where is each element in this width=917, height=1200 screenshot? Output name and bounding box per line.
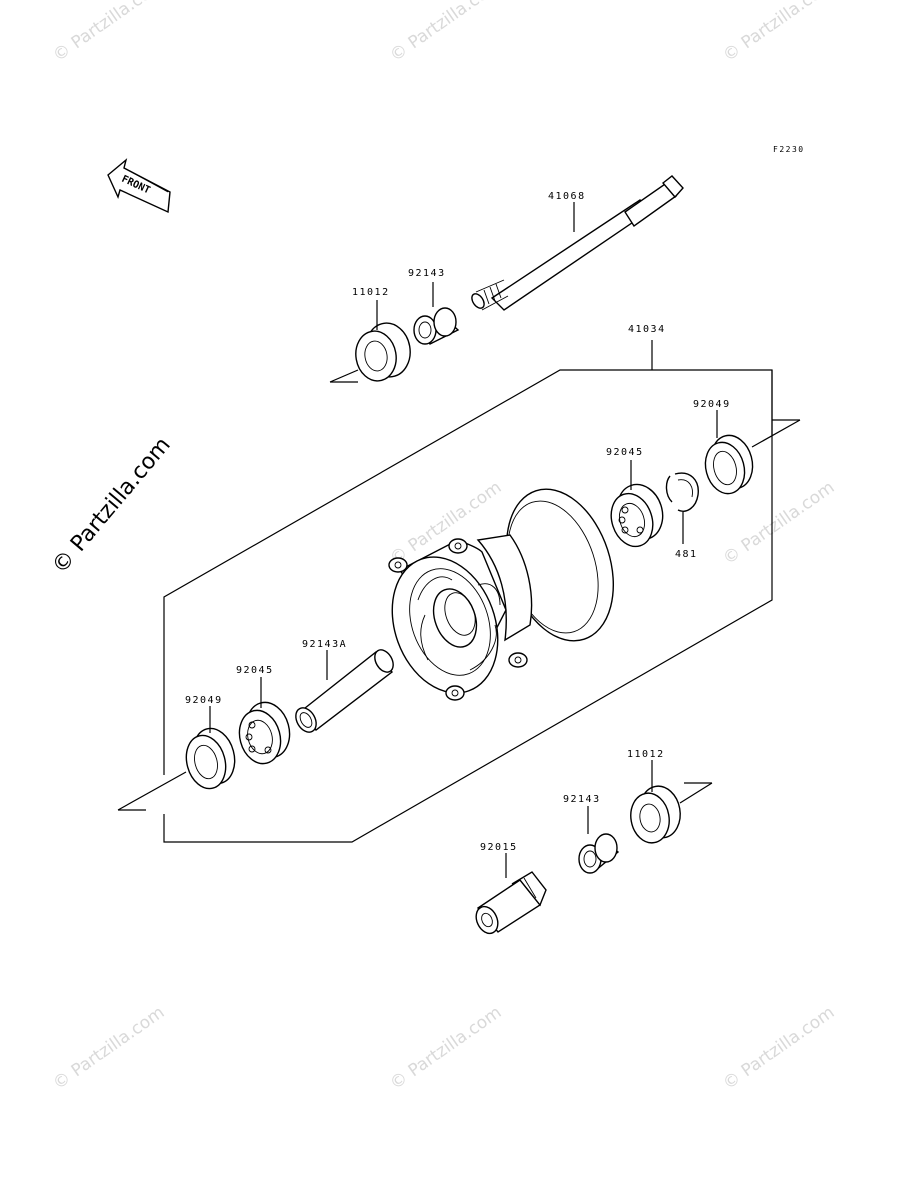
label-axle: 41068 xyxy=(548,191,586,202)
oil-seal-left: 92049 xyxy=(185,695,236,790)
watermark: © Partzilla.com xyxy=(719,1002,838,1094)
circlip: 481 xyxy=(665,472,699,560)
wheel-hub xyxy=(388,488,615,701)
spacer: 92143A xyxy=(295,639,394,733)
diagram-code: F2230 xyxy=(773,145,805,154)
axle-nut: 92015 xyxy=(475,842,547,935)
watermark: © Partzilla.com xyxy=(386,0,505,66)
bearing-right: 92045 xyxy=(606,447,664,548)
bearing-left: 92045 xyxy=(236,665,291,765)
label-oil-seal-bottom: 11012 xyxy=(627,749,665,760)
label-oil-seal-top: 11012 xyxy=(352,287,390,298)
oil-seal-right: 92049 xyxy=(693,399,754,495)
watermark: © Partzilla.com xyxy=(49,0,168,66)
oil-seal-top: 11012 xyxy=(352,287,411,382)
hub-group-outline: 41034 xyxy=(163,324,773,843)
label-circlip: 481 xyxy=(675,549,698,560)
axis-lines xyxy=(117,369,801,811)
collar-bottom: 92143 xyxy=(563,794,620,874)
label-collar-top: 92143 xyxy=(408,268,446,279)
watermark: © Partzilla.com xyxy=(49,1002,168,1094)
label-bearing-right: 92045 xyxy=(606,447,644,458)
label-oil-seal-left: 92049 xyxy=(185,695,223,706)
watermark-main: © Partzilla.com xyxy=(47,433,175,579)
watermark: © Partzilla.com xyxy=(386,1002,505,1094)
label-hub: 41034 xyxy=(628,324,666,335)
watermark: © Partzilla.com xyxy=(719,0,838,66)
front-arrow-icon: FRONT xyxy=(107,158,171,214)
axle: 41068 xyxy=(471,175,684,311)
label-bearing-left: 92045 xyxy=(236,665,274,676)
collar-top: 92143 xyxy=(408,268,460,345)
label-oil-seal-right: 92049 xyxy=(693,399,731,410)
axle-thread xyxy=(471,279,509,311)
label-collar-bottom: 92143 xyxy=(563,794,601,805)
label-spacer: 92143A xyxy=(302,639,347,650)
oil-seal-bottom: 11012 xyxy=(627,749,681,844)
label-axle-nut: 92015 xyxy=(480,842,518,853)
